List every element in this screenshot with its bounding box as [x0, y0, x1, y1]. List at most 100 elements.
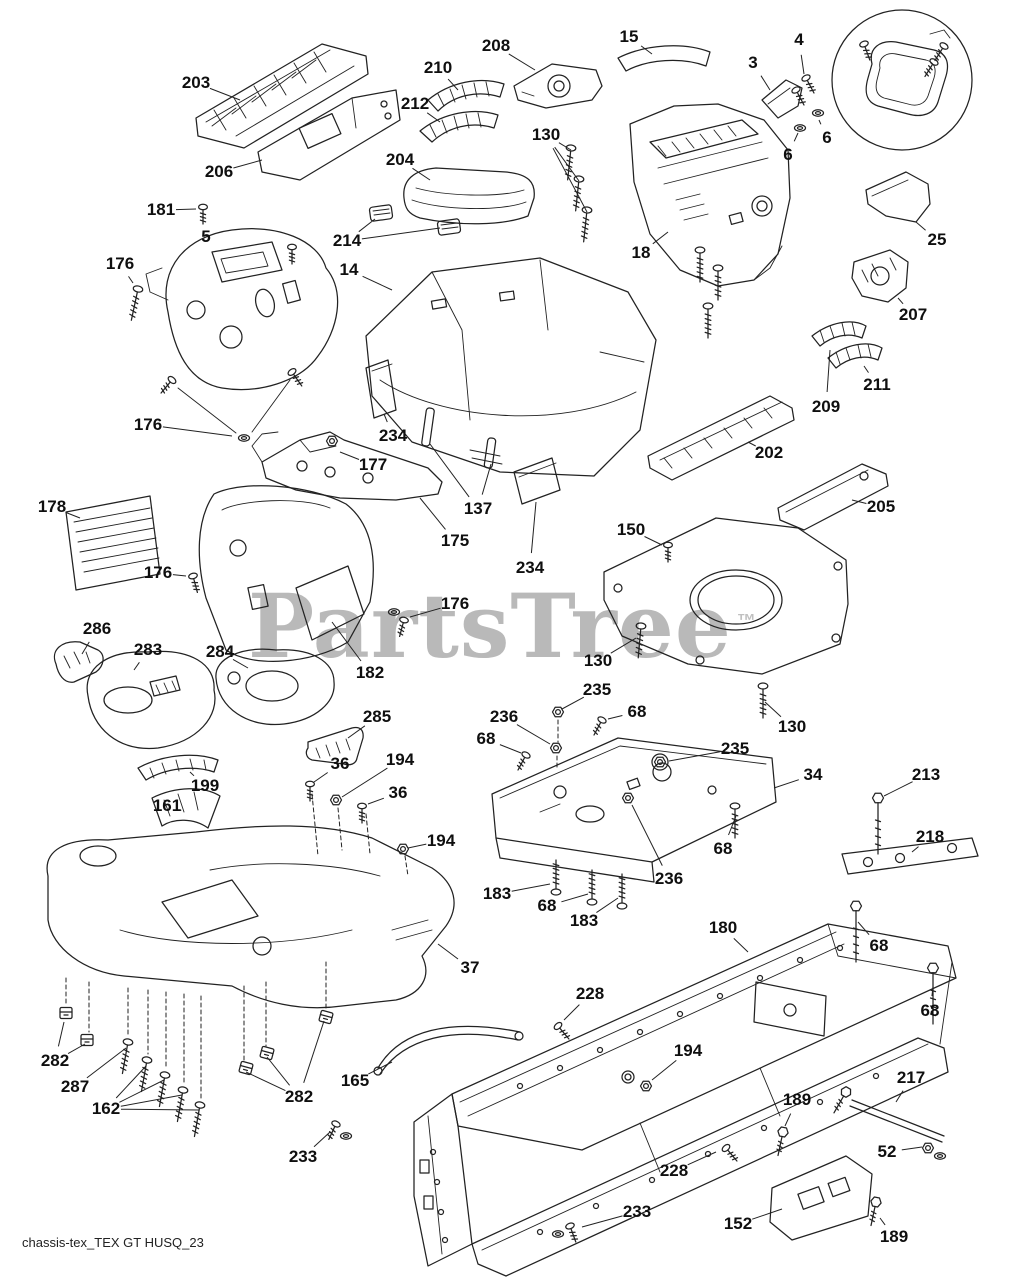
leader-line: [367, 797, 385, 805]
leader-line: [189, 771, 195, 777]
leader-line: [760, 75, 771, 91]
leader-line: [773, 779, 799, 789]
leader-line: [851, 499, 867, 504]
part-207: [851, 249, 909, 303]
leader-line: [793, 132, 799, 142]
leader-line: [409, 607, 441, 618]
leader-line: [631, 804, 663, 866]
leader-line: [412, 167, 431, 181]
leader-line: [419, 497, 446, 530]
leader-line: [558, 142, 572, 151]
leader-line: [232, 658, 249, 669]
leader-line: [233, 159, 263, 169]
leader-line: [728, 815, 737, 836]
leader-line: [752, 1208, 783, 1220]
leader-line: [911, 846, 919, 853]
leader-line: [383, 413, 388, 423]
leader-line: [883, 781, 913, 797]
leader-line: [313, 1131, 331, 1148]
part-upper-grille: [195, 43, 369, 149]
leader-line: [563, 1004, 580, 1021]
part-grille-bracket: [257, 89, 401, 181]
leader-line: [516, 724, 551, 745]
part-sill-strip: [647, 395, 795, 481]
leader-line: [747, 441, 756, 447]
part-rods-and-fasteners: [324, 1020, 947, 1245]
leader-line: [901, 1146, 923, 1151]
leader-line: [426, 112, 441, 123]
leader-line: [407, 843, 427, 849]
leader-line: [303, 1020, 325, 1083]
part-rear-bracket: [841, 792, 979, 1025]
leader-line: [499, 744, 522, 754]
leader-line: [162, 426, 233, 437]
leader-line: [651, 1060, 677, 1081]
leader-line: [863, 365, 869, 373]
leader-line: [581, 1215, 623, 1228]
part-bracket-25: [865, 171, 931, 223]
part-trim-15: [617, 45, 711, 72]
part-lower-dash: [187, 485, 410, 662]
trademark-symbol: ™: [736, 611, 757, 632]
leader-line: [857, 921, 870, 936]
leader-line: [331, 621, 362, 662]
part-seat-plate: [491, 706, 777, 910]
leader-line: [607, 715, 623, 720]
leader-line: [429, 443, 470, 498]
leader-line: [596, 897, 619, 914]
leader-line: [65, 512, 81, 519]
part-small-brackets: [761, 72, 825, 132]
leader-line: [879, 1217, 886, 1226]
leader-line: [818, 119, 822, 125]
leader-line: [86, 1047, 127, 1079]
leader-line: [511, 883, 551, 892]
watermark-text: PartsTree: [248, 574, 732, 678]
leader-line: [361, 227, 441, 240]
detail-circle-inset: [831, 9, 973, 151]
part-vent-grille: [65, 495, 161, 591]
part-chassis-frame: [413, 923, 957, 1277]
part-footrest: [46, 825, 455, 1138]
footer-filename: chassis-tex_TEX GT HUSQ_23: [22, 1235, 204, 1250]
leader-line: [481, 463, 492, 495]
leader-line: [245, 1071, 286, 1092]
leader-line: [640, 45, 653, 55]
leader-line: [800, 54, 805, 75]
part-headlight-pod: [513, 63, 603, 109]
leader-line: [341, 767, 388, 798]
leader-line: [552, 147, 588, 213]
leader-line: [764, 701, 782, 718]
leader-line: [668, 751, 721, 762]
leader-line: [610, 637, 637, 654]
leader-line: [358, 218, 376, 233]
leader-line: [347, 725, 366, 739]
leader-line: [931, 986, 934, 997]
leader-line: [784, 1113, 792, 1127]
leader-line: [447, 78, 459, 91]
leader-line: [915, 221, 926, 231]
leader-line: [313, 772, 328, 783]
leader-line: [133, 662, 140, 671]
leader-line: [266, 1056, 290, 1086]
part-support-bracket: [251, 431, 443, 501]
leader-line: [81, 641, 90, 655]
leader-line: [128, 276, 134, 284]
leader-line: [120, 1108, 200, 1111]
leader-line: [733, 938, 749, 953]
fasteners-console: [304, 780, 410, 877]
leader-line: [172, 574, 187, 577]
leader-line: [644, 536, 663, 546]
leader-line: [57, 1021, 65, 1047]
leader-line: [437, 943, 459, 960]
leader-line: [119, 1079, 165, 1103]
leader-line: [508, 53, 536, 71]
leader-line: [897, 297, 904, 305]
leader-line: [561, 696, 585, 710]
leader-line: [362, 275, 393, 291]
leader-line: [120, 1094, 183, 1107]
part-side-panel-grille: [562, 103, 791, 339]
